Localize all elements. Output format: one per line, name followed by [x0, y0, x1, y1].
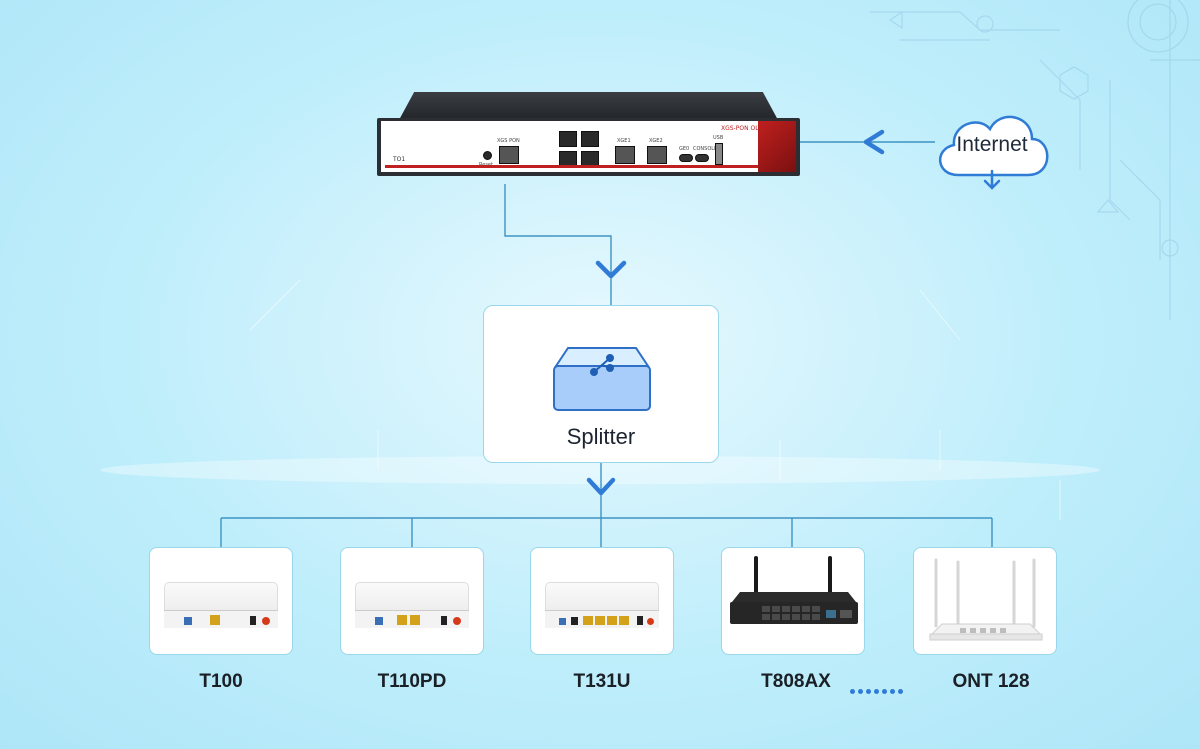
olt-chassis-top	[399, 92, 778, 120]
device-card-t100	[149, 547, 293, 655]
olt-ge0-port	[679, 154, 693, 162]
device-label-t131u: T131U	[573, 671, 631, 692]
olt-rj45-port-1	[559, 131, 577, 147]
olt-red-side-panel	[758, 121, 796, 172]
olt-xge1-port	[615, 146, 635, 164]
cloud-icon	[938, 115, 1049, 190]
switch-t808ax-image	[730, 556, 858, 624]
device-label-t808ax: T808AX	[761, 671, 831, 692]
device-label-ont128: ONT 128	[952, 671, 1030, 692]
splitter-icon	[553, 347, 651, 411]
olt-port-label-xge2: XGE2	[649, 138, 663, 144]
device-card-t110pd	[340, 547, 484, 655]
olt-front-panel: TO1 Reset XGS PON XGE1 XGE2 GE0 CONSOLE …	[377, 118, 800, 176]
ont-t131u-image	[545, 582, 659, 628]
splitter-label: Splitter	[566, 424, 636, 449]
olt-usb-port	[715, 143, 723, 165]
olt-reset-button	[483, 151, 492, 160]
olt-device: TO1 Reset XGS PON XGE1 XGE2 GE0 CONSOLE …	[377, 92, 800, 184]
olt-console-port	[695, 154, 709, 162]
ont-t100-image	[164, 582, 278, 628]
olt-model-label: XGS-PON OLT	[721, 125, 762, 132]
device-label-t110pd: T110PD	[377, 671, 447, 692]
olt-xge2-port	[647, 146, 667, 164]
continuation-dots	[850, 679, 906, 698]
internet-label: Internet	[956, 133, 1028, 156]
olt-red-stripe	[385, 165, 758, 168]
olt-port-label-xgspon: XGS PON	[497, 138, 520, 144]
device-card-ont128	[913, 547, 1057, 655]
router-ont128-image	[928, 558, 1044, 641]
device-card-t808ax	[721, 547, 865, 655]
olt-sfp-port	[499, 146, 519, 164]
ont-t110pd-image	[355, 582, 469, 628]
olt-port-label-xge1: XGE1	[617, 138, 631, 144]
device-label-t100: T100	[199, 671, 243, 692]
splitter-node: Splitter	[483, 305, 719, 463]
olt-logo: TO1	[393, 156, 406, 163]
device-card-t131u	[530, 547, 674, 655]
olt-to-splitter-line	[504, 184, 612, 305]
internet-cloud: Internet	[928, 105, 1056, 190]
olt-rj45-port-2	[581, 131, 599, 147]
olt-port-label-usb: USB	[713, 135, 724, 141]
olt-port-label-ge0: GE0	[679, 146, 690, 152]
arrow-left-to-olt-icon	[863, 129, 885, 155]
arrow-down-to-splitter-icon	[595, 260, 627, 279]
arrow-down-to-devices-icon	[586, 477, 616, 496]
olt-port-label-console: CONSOLE	[693, 146, 718, 152]
